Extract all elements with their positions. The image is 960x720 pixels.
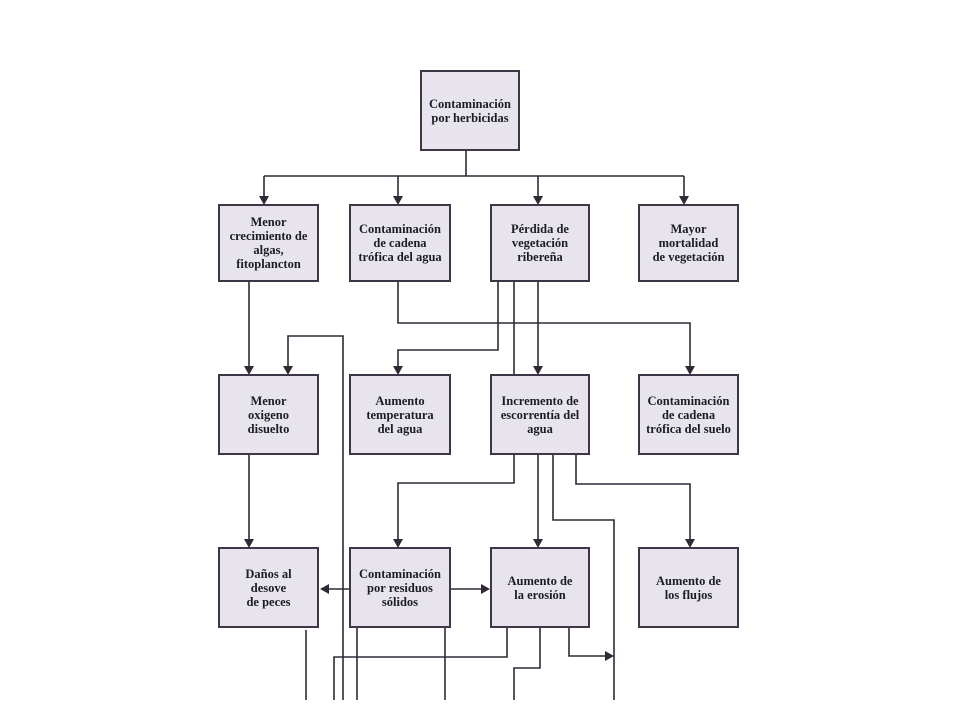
node-contaminacion-herbicidas: Contaminación por herbicidas: [420, 70, 520, 151]
node-mayor-mortalidad: Mayor mortalidad de vegetación: [638, 204, 739, 282]
node-contaminacion-cadena-suelo: Contaminación de cadena trófica del suel…: [638, 374, 739, 455]
connector-escorrentia-to-flujos: [575, 455, 691, 540]
arrowhead-danos: [244, 539, 254, 548]
arrowhead-residuos: [393, 539, 403, 548]
arrowhead-temperatura: [393, 366, 403, 375]
connector-perdida-to-temperatura: [397, 282, 499, 367]
arrowhead-oxigeno-b: [283, 366, 293, 375]
node-menor-oxigeno: Menor oxigeno disuelto: [218, 374, 319, 455]
arrowhead-suelo: [685, 366, 695, 375]
arrowhead-bottom-right: [605, 651, 614, 661]
node-perdida-vegetacion: Pérdida de vegetación ribereña: [490, 204, 590, 282]
arrowhead-residuos-left: [320, 584, 329, 594]
node-aumento-flujos: Aumento de los flujos: [638, 547, 739, 628]
connector-loop-to-oxigeno: [287, 335, 344, 700]
node-incremento-escorrentia: Incremento de escorrentía del agua: [490, 374, 590, 455]
arrowhead-oxigeno-a: [244, 366, 254, 375]
connector-herbicidas-trunk: [264, 150, 684, 177]
arrowhead-contaminacion-agua: [393, 196, 403, 205]
node-aumento-temperatura: Aumento temperatura del agua: [349, 374, 451, 455]
connector-bottom-6: [568, 627, 606, 657]
arrowhead-perdida-vegetacion: [533, 196, 543, 205]
connector-agua-to-suelo: [397, 282, 691, 367]
node-contaminacion-cadena-agua: Contaminación de cadena trófica del agua: [349, 204, 451, 282]
connector-escorrentia-down: [552, 455, 615, 700]
node-contaminacion-residuos: Contaminación por residuos sólidos: [349, 547, 451, 628]
node-menor-crecimiento: Menor crecimiento de algas, fitoplancton: [218, 204, 319, 282]
node-aumento-erosion: Aumento de la erosión: [490, 547, 590, 628]
arrowhead-residuos-right: [481, 584, 490, 594]
connector-bottom-2: [333, 627, 508, 700]
connector-bottom-5: [513, 627, 541, 700]
node-danos-desove: Daños al desove de peces: [218, 547, 319, 628]
arrowhead-erosion: [533, 539, 543, 548]
arrowhead-escorrentia: [533, 366, 543, 375]
arrowhead-flujos: [685, 539, 695, 548]
arrowhead-mayor-mortalidad: [679, 196, 689, 205]
arrowhead-menor-crecimiento: [259, 196, 269, 205]
